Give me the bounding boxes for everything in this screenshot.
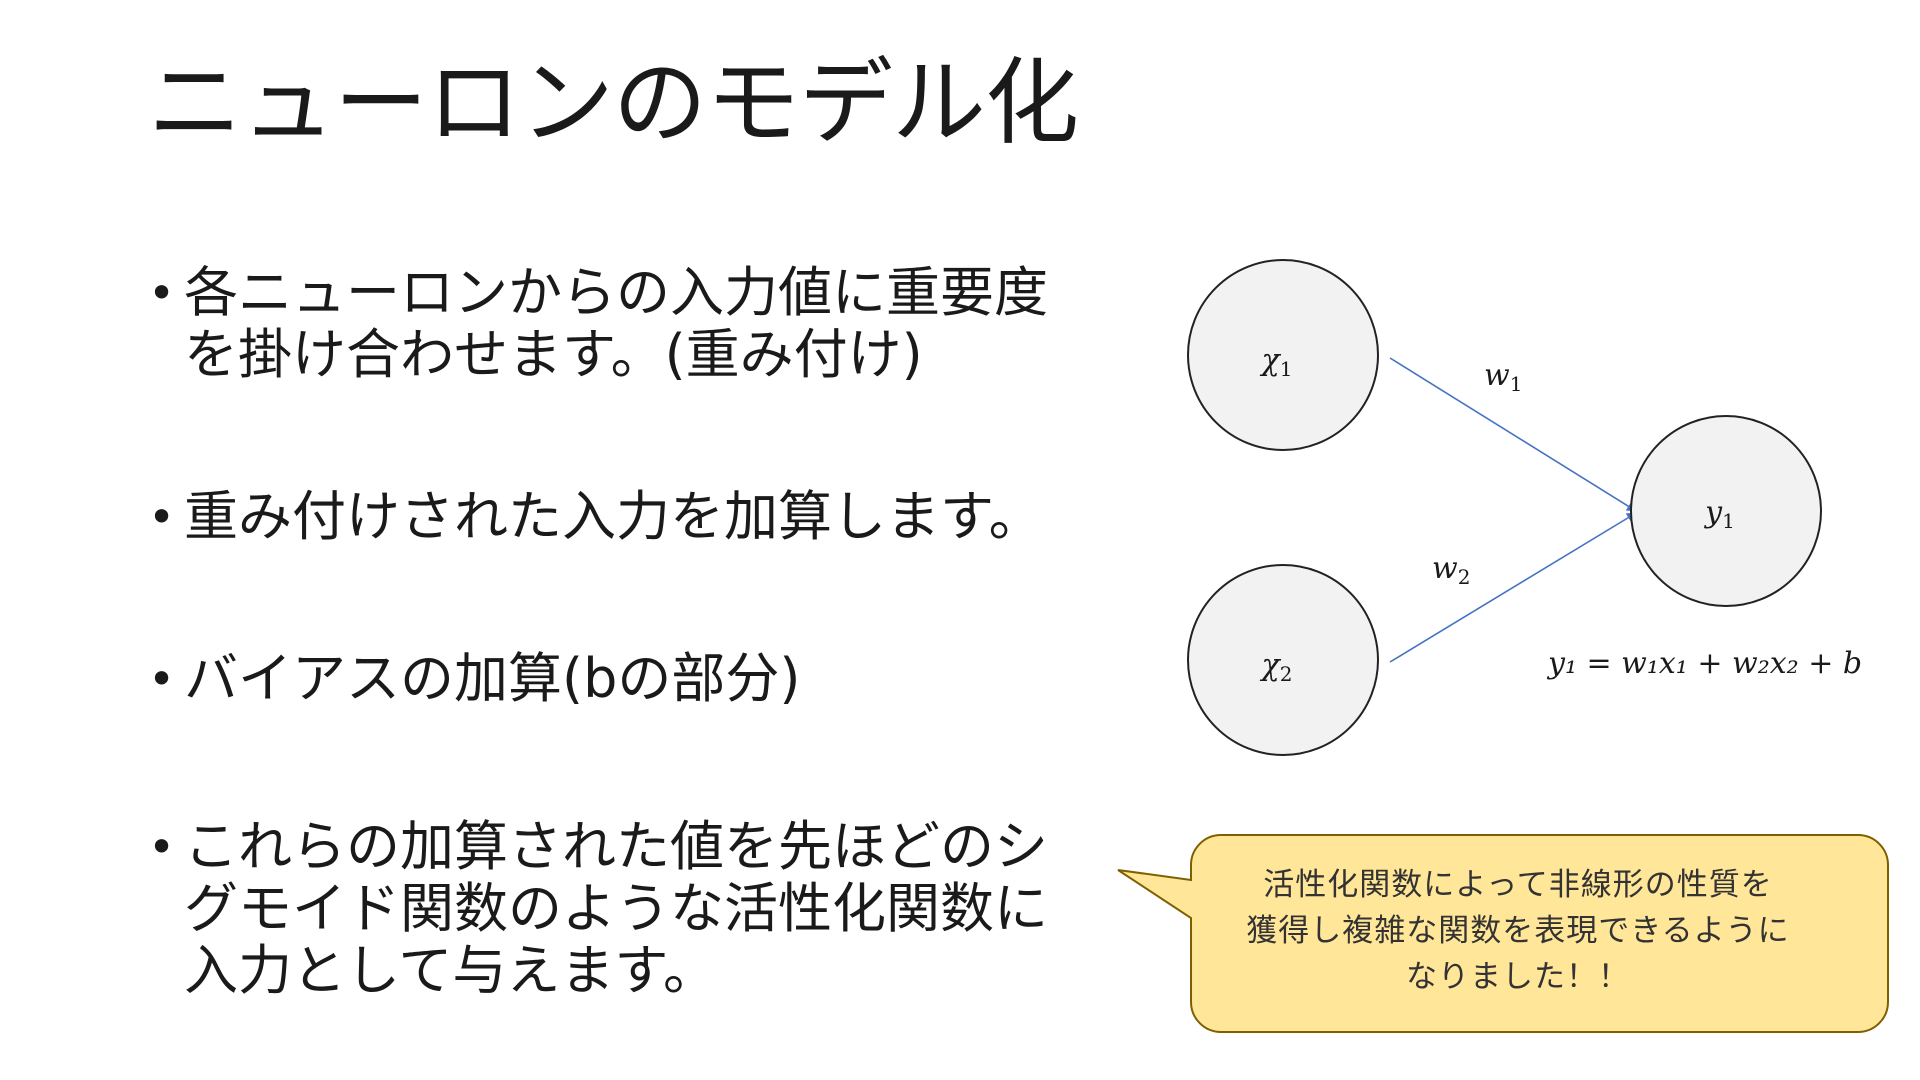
node-x2-label: χ2 <box>1260 648 1293 686</box>
bullet-line: 各ニューロンからの入力値に重要度 <box>184 261 1048 324</box>
bullet-line: グモイド関数のような活性化関数に <box>184 877 1048 940</box>
node-y1-label: y1 <box>1703 495 1735 533</box>
callout-line: なりました！！ <box>1406 959 1630 995</box>
node-x2 <box>1187 564 1379 756</box>
bullet-marker: • <box>148 490 176 544</box>
callout-line: 獲得し複雑な関数を表現できるように <box>1246 913 1790 949</box>
bullet-line: を掛け合わせます。(重み付け) <box>184 323 923 386</box>
bullet-item: • 各ニューロンからの入力値に重要度 を掛け合わせます。(重み付け) <box>148 262 1108 386</box>
bullet-text: これらの加算された値を先ほどのシ グモイド関数のような活性化関数に 入力として与… <box>184 816 1108 1002</box>
bullet-marker: • <box>148 820 176 874</box>
neuron-formula: y₁ = w₁x₁ + w₂x₂ + b <box>1548 646 1863 681</box>
bullet-line: これらの加算された値を先ほどのシ <box>184 815 1048 878</box>
weight-w2-label: w2 <box>1432 551 1470 589</box>
bullet-text: 各ニューロンからの入力値に重要度 を掛け合わせます。(重み付け) <box>184 262 1108 386</box>
bullet-line: 入力として与えます。 <box>184 939 717 1002</box>
bullet-text: 重み付けされた入力を加算します。 <box>184 486 1108 548</box>
bullet-item: • これらの加算された値を先ほどのシ グモイド関数のような活性化関数に 入力とし… <box>148 816 1108 1002</box>
slide-title: ニューロンのモデル化 <box>148 49 1079 158</box>
bullet-marker: • <box>148 266 176 320</box>
bullet-text: バイアスの加算(bの部分) <box>184 648 1108 710</box>
weight-w1-label: w1 <box>1484 358 1522 396</box>
bullet-item: • 重み付けされた入力を加算します。 <box>148 486 1108 548</box>
bullet-line: 重み付けされた入力を加算します。 <box>184 485 1043 548</box>
callout-line: 活性化関数によって非線形の性質を <box>1263 867 1773 903</box>
node-x1-label: χ1 <box>1260 343 1293 381</box>
callout-text: 活性化関数によって非線形の性質を 獲得し複雑な関数を表現できるように なりました… <box>1168 862 1868 1000</box>
edge-x1-y1 <box>1389 357 1637 512</box>
node-x1 <box>1187 259 1379 451</box>
bullet-item: • バイアスの加算(bの部分) <box>148 648 1108 710</box>
bullet-line: バイアスの加算(bの部分) <box>184 647 801 710</box>
edge-x2-y1 <box>1389 512 1637 663</box>
bullet-marker: • <box>148 652 176 706</box>
node-y1 <box>1630 415 1822 607</box>
